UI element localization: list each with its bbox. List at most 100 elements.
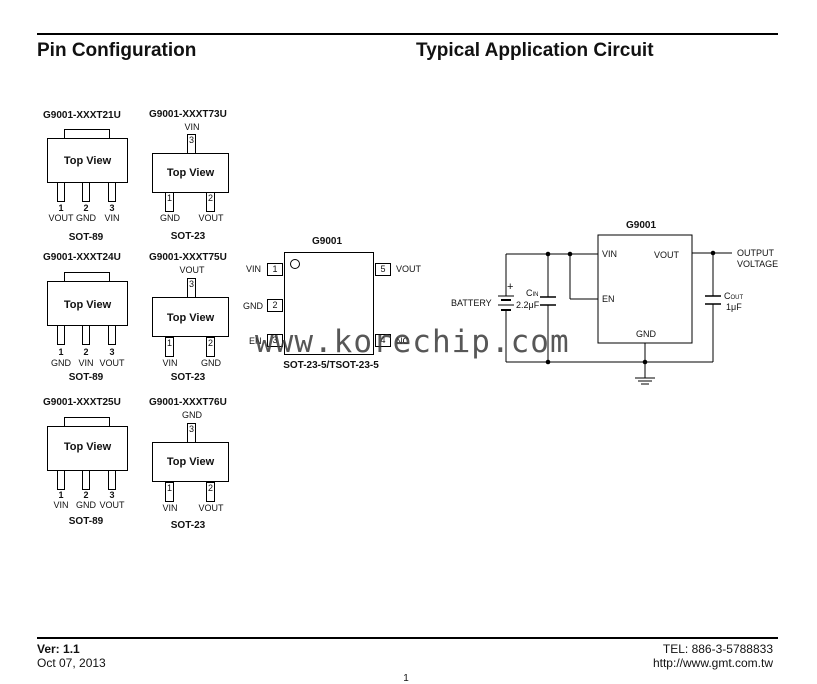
pin-box: 5 — [375, 263, 391, 276]
pin-name: GND — [160, 213, 180, 223]
application-circuit-title: Typical Application Circuit — [416, 40, 654, 61]
pin-name: GND — [201, 358, 221, 368]
ic-gnd-label: GND — [636, 329, 656, 339]
part-number: G9001-XXXT24U — [43, 252, 121, 263]
part-number: G9001 — [311, 236, 343, 247]
pin-name: NC — [396, 336, 409, 346]
pin-name: VIN — [162, 503, 178, 513]
output-voltage-line2: VOLTAGE — [737, 259, 779, 269]
pin-number: 1 — [58, 203, 64, 213]
package-label: SOT-89 — [68, 372, 104, 383]
package-label: SOT-23 — [170, 520, 206, 531]
pin-name: VOUT — [198, 213, 224, 223]
pin-box: 2 — [267, 299, 283, 312]
cin-value: 2.2μF — [516, 300, 540, 310]
battery-label: BATTERY — [451, 298, 492, 308]
pin-name: GND — [243, 301, 263, 311]
pin-name: VOUT — [396, 264, 422, 274]
pin-box: 1 — [165, 337, 174, 357]
date-label: Oct 07, 2013 — [37, 656, 106, 670]
pin-lead — [82, 182, 90, 202]
cin-symbol: C — [526, 288, 533, 298]
battery-plus-sign: + — [507, 281, 514, 293]
header-rule — [37, 33, 778, 35]
pin-name: VIN — [78, 358, 94, 368]
page-number: 1 — [403, 673, 409, 684]
pin-number: 1 — [58, 347, 64, 357]
top-view-label: Top View — [63, 299, 112, 311]
pin-lead — [57, 325, 65, 345]
pin-name: GND — [51, 358, 71, 368]
website-label: http://www.gmt.com.tw — [652, 656, 773, 670]
top-view-label: Top View — [166, 456, 215, 468]
circuit-ic-name: G9001 — [626, 220, 657, 231]
pin-box: 2 — [206, 337, 215, 357]
sot23-body — [152, 442, 229, 482]
ic-vout-label: VOUT — [654, 250, 680, 260]
pin-name: VIN — [162, 358, 178, 368]
pin-box: 2 — [206, 192, 215, 212]
part-number: G9001-XXXT21U — [43, 110, 121, 121]
cout-label: COUT — [724, 291, 743, 301]
part-number: G9001-XXXT73U — [149, 109, 227, 120]
pin-name: GND — [76, 500, 96, 510]
pin-name: VOUT — [198, 503, 224, 513]
top-view-label: Top View — [166, 312, 215, 324]
pin-box: 3 — [267, 334, 283, 347]
pin-name: VIN — [246, 264, 262, 274]
top-view-label: Top View — [166, 167, 215, 179]
pin-number: 3 — [109, 347, 115, 357]
cout-value: 1μF — [726, 302, 742, 312]
top-view-label: Top View — [63, 441, 112, 453]
pin-lead — [57, 182, 65, 202]
pin-box: 1 — [165, 192, 174, 212]
pin-box: 2 — [206, 482, 215, 502]
part-number: G9001-XXXT76U — [149, 397, 227, 408]
top-pin-name: VIN — [184, 122, 200, 132]
ic-en-label: EN — [602, 294, 615, 304]
pin-number: 2 — [83, 347, 89, 357]
pin-configuration-title: Pin Configuration — [37, 40, 197, 61]
pin-name: VIN — [53, 500, 69, 510]
pin-lead — [82, 470, 90, 490]
top-pin-name: GND — [182, 410, 202, 420]
package-label: SOT-23 — [170, 231, 206, 242]
watermark: www.korechip.com — [255, 324, 570, 360]
pin-box: 1 — [267, 263, 283, 276]
pin-box: 4 — [375, 334, 391, 347]
pin-name: GND — [76, 213, 96, 223]
pin-box-top: 3 — [187, 423, 196, 443]
sot23-body — [152, 153, 229, 193]
tel-label: TEL: 886-3-5788833 — [662, 642, 773, 656]
pin-lead — [57, 470, 65, 490]
pin-number: 3 — [109, 490, 115, 500]
package-label: SOT-23-5/TSOT-23-5 — [283, 360, 379, 371]
pin-number: 2 — [83, 490, 89, 500]
pin-box-top: 3 — [187, 134, 196, 154]
package-label: SOT-23 — [170, 372, 206, 383]
pin-number: 2 — [83, 203, 89, 213]
output-voltage-line1: OUTPUT — [737, 248, 774, 258]
package-label: SOT-89 — [68, 232, 104, 243]
application-circuit-schematic — [498, 234, 732, 385]
footer-rule — [37, 637, 778, 639]
top-pin-name: VOUT — [179, 265, 205, 275]
pin-lead — [108, 470, 116, 490]
pin-box-top: 3 — [187, 278, 196, 298]
top-view-label: Top View — [63, 155, 112, 167]
cin-subscript: IN — [532, 292, 539, 298]
pin-lead — [82, 325, 90, 345]
ic-vin-label: VIN — [602, 249, 618, 259]
cout-symbol: C — [724, 291, 731, 301]
pin-number: 3 — [109, 203, 115, 213]
pin-name: VOUT — [99, 358, 125, 368]
pin-name: VIN — [104, 213, 120, 223]
pin-number: 1 — [58, 490, 64, 500]
pin-name: VOUT — [48, 213, 74, 223]
pin-box: 1 — [165, 482, 174, 502]
cout-subscript: OUT — [730, 295, 744, 301]
sot23-body — [152, 297, 229, 337]
part-number: G9001-XXXT25U — [43, 397, 121, 408]
pin-name: VOUT — [99, 500, 125, 510]
pin1-marker — [290, 259, 300, 269]
